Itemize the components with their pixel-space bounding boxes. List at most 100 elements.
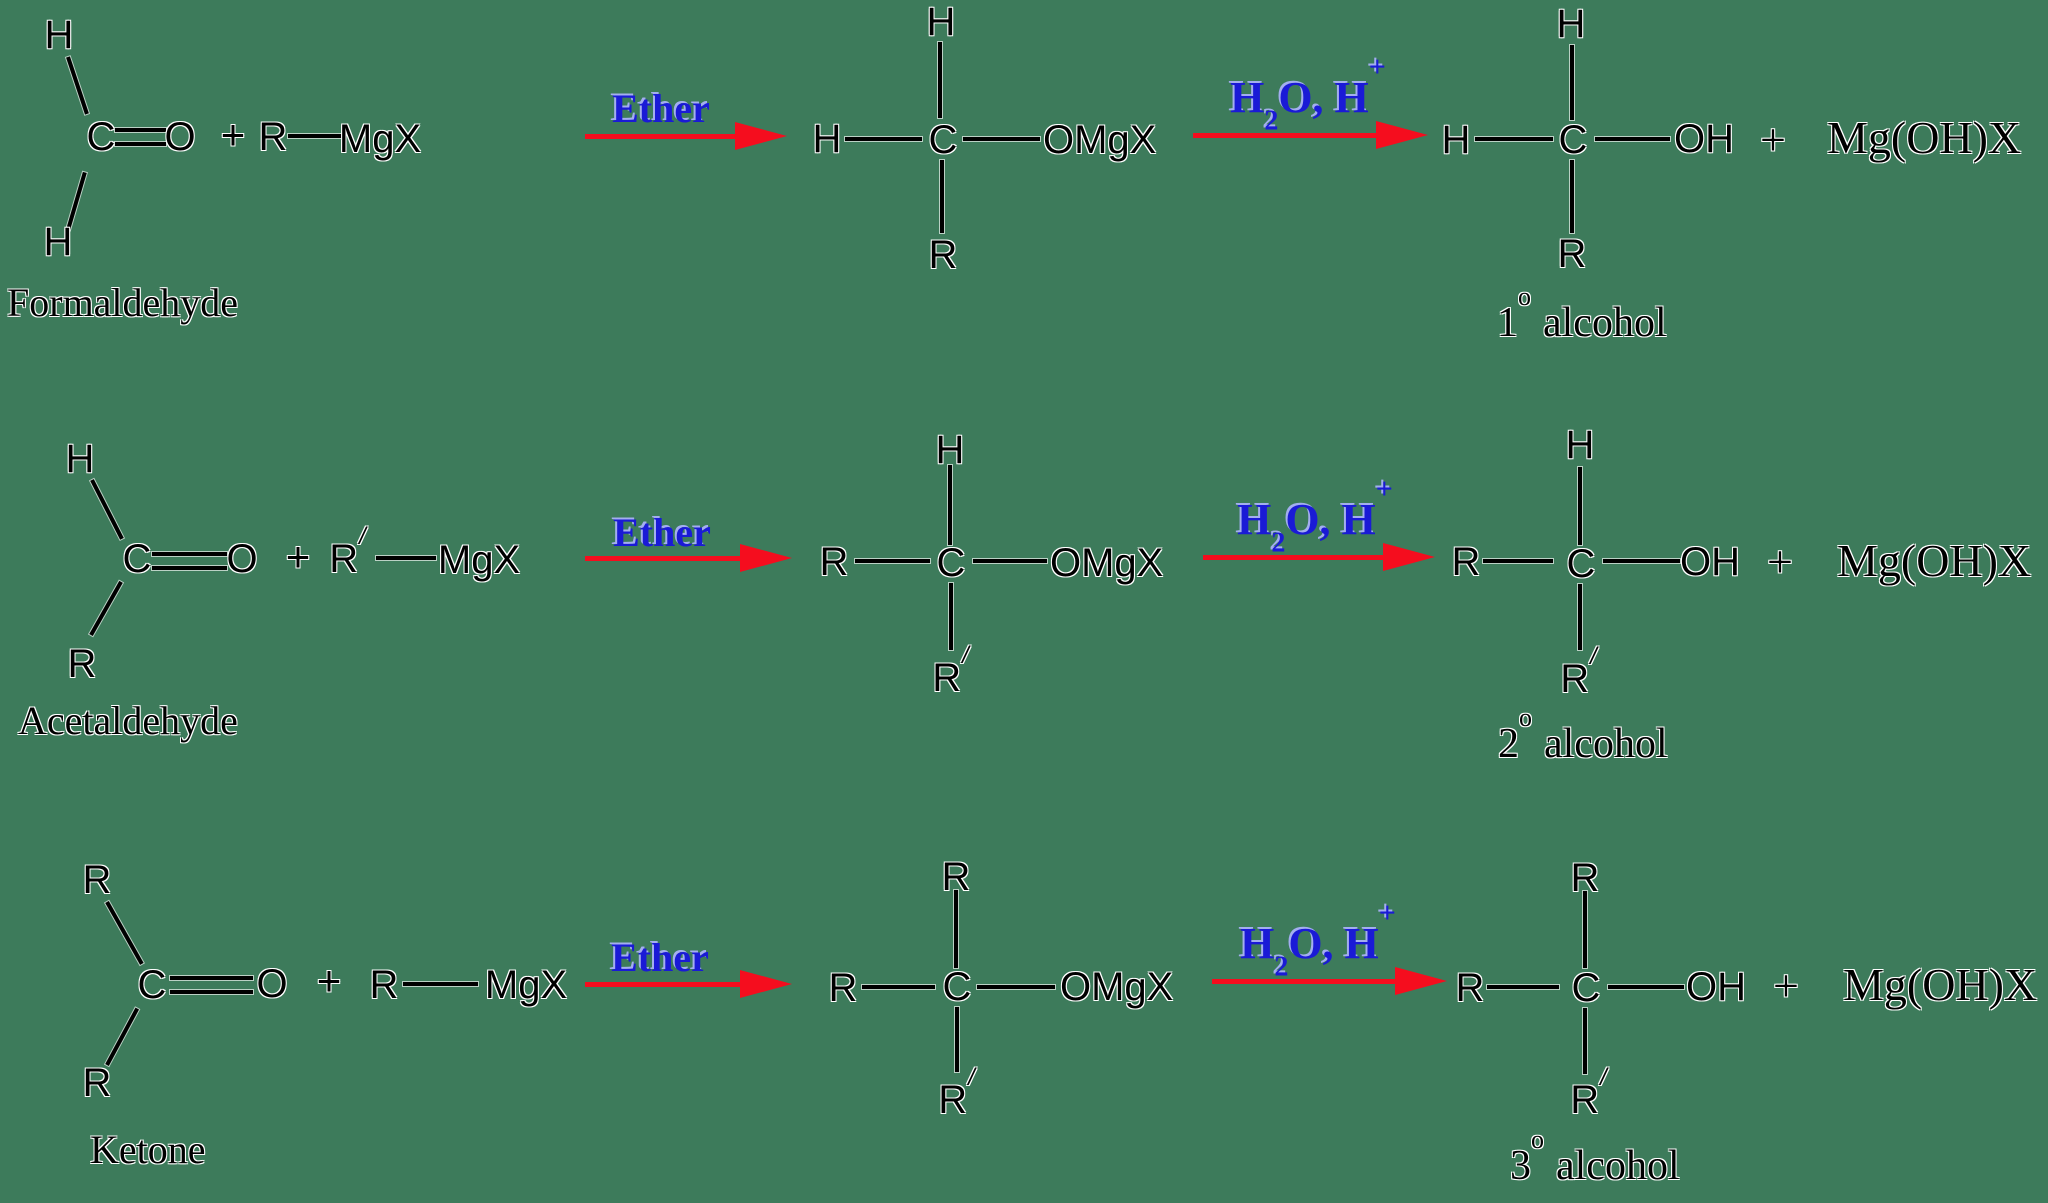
atom-c: C xyxy=(928,118,958,162)
reactant-label: Ketone xyxy=(90,1127,206,1172)
atom-c: C xyxy=(1558,118,1588,162)
atom-r-prime: R/ xyxy=(329,522,366,582)
group-mgx: MgX xyxy=(484,963,568,1007)
bond xyxy=(288,134,343,138)
bond-vertical xyxy=(1578,584,1582,650)
atom-r: R xyxy=(369,963,399,1008)
double-bond-upper xyxy=(152,552,227,556)
atom-r: R xyxy=(819,540,849,584)
arrow-shaft xyxy=(1203,555,1388,560)
bond xyxy=(1475,137,1553,141)
group-omgx: OMgX xyxy=(1050,541,1164,585)
atom-r-prime: R/ xyxy=(1570,1063,1607,1123)
bond xyxy=(977,985,1055,989)
atom-r: R xyxy=(1455,966,1485,1010)
bond xyxy=(845,137,922,141)
atom-c: C xyxy=(942,965,972,1009)
bond-vertical xyxy=(1583,891,1587,968)
byproduct-mgohx: Mg(OH)X xyxy=(1827,112,2022,163)
hydrolysis-label: H2O, H+ xyxy=(1230,50,1386,137)
ether-label: Ether xyxy=(612,86,710,131)
atom-r: R xyxy=(1557,232,1587,277)
arrow-shaft xyxy=(585,556,740,561)
bond-vertical xyxy=(1583,1008,1587,1074)
atom-r-prime: R/ xyxy=(1560,642,1597,702)
bond xyxy=(403,982,478,986)
double-bond-lower xyxy=(115,142,166,146)
bond xyxy=(1603,559,1680,563)
bond-vertical xyxy=(955,1007,959,1072)
arrow-shaft xyxy=(585,134,737,139)
bond-diagonal xyxy=(105,901,144,965)
hydrolysis-label: H2O, H+ xyxy=(1237,472,1393,559)
atom-h: H xyxy=(812,117,842,161)
arrow-shaft xyxy=(1193,133,1383,138)
arrow-shaft xyxy=(585,982,740,987)
product-label: 3oalcohol xyxy=(1510,1125,1680,1189)
bond xyxy=(1608,985,1684,989)
atom-r: R xyxy=(82,1061,112,1105)
bond-vertical xyxy=(1570,160,1574,233)
group-mgx: MgX xyxy=(338,117,422,161)
bond-vertical xyxy=(948,465,952,545)
group-oh: OH xyxy=(1680,540,1740,584)
product-label: 1oalcohol xyxy=(1497,282,1667,346)
bond-vertical xyxy=(940,160,944,233)
bond xyxy=(376,556,436,560)
atom-o: O xyxy=(226,537,258,581)
double-bond-upper xyxy=(115,128,166,132)
bond-diagonal xyxy=(90,479,124,540)
bond-vertical xyxy=(949,583,953,650)
arrow-head xyxy=(1395,967,1447,995)
atom-r: R xyxy=(1451,540,1481,584)
group-oh: OH xyxy=(1686,965,1746,1009)
atom-c: C xyxy=(86,115,116,159)
ether-label: Ether xyxy=(613,510,711,555)
atom-r: R xyxy=(258,115,288,160)
atom-c: C xyxy=(1566,542,1596,586)
arrow-head xyxy=(735,122,787,150)
atom-r: R xyxy=(941,855,971,899)
bond-diagonal xyxy=(105,1007,140,1066)
arrow-head xyxy=(740,970,792,998)
bond xyxy=(973,559,1047,563)
atom-r: R xyxy=(67,642,97,686)
bond xyxy=(963,137,1040,141)
atom-r: R xyxy=(828,966,858,1010)
arrow-head xyxy=(1376,121,1428,149)
group-oh: OH xyxy=(1674,117,1734,161)
atom-r-prime: R/ xyxy=(938,1063,975,1123)
bond xyxy=(1483,559,1553,563)
atom-o: O xyxy=(256,962,288,1006)
byproduct-mgohx: Mg(OH)X xyxy=(1837,535,2032,586)
double-bond-lower xyxy=(152,566,227,570)
plus-sign: + xyxy=(1767,536,1793,587)
atom-o: O xyxy=(164,115,196,159)
arrow-shaft xyxy=(1212,979,1402,984)
ether-label: Ether xyxy=(611,935,709,980)
atom-h: H xyxy=(65,437,95,481)
atom-h: H xyxy=(1565,423,1595,467)
bond-vertical xyxy=(1578,467,1582,545)
bond xyxy=(862,985,935,989)
reactant-label: Formaldehyde xyxy=(7,280,239,325)
bond-vertical xyxy=(1570,45,1574,120)
atom-h: H xyxy=(1441,118,1471,162)
bond xyxy=(855,559,930,563)
bond xyxy=(1595,137,1670,141)
atom-r: R xyxy=(1570,856,1600,900)
atom-c: C xyxy=(137,963,167,1007)
bond-vertical xyxy=(938,42,942,118)
group-mgx: MgX xyxy=(437,538,521,582)
double-bond-lower xyxy=(170,990,253,994)
bond xyxy=(1487,985,1559,989)
bond-diagonal xyxy=(89,580,123,636)
reactant-label: Acetaldehyde xyxy=(18,698,238,743)
group-omgx: OMgX xyxy=(1060,965,1174,1009)
double-bond-upper xyxy=(170,976,253,980)
atom-r-prime: R/ xyxy=(932,641,969,701)
plus-sign: + xyxy=(220,111,246,158)
plus-sign: + xyxy=(316,957,342,1004)
atom-r: R xyxy=(928,233,958,278)
